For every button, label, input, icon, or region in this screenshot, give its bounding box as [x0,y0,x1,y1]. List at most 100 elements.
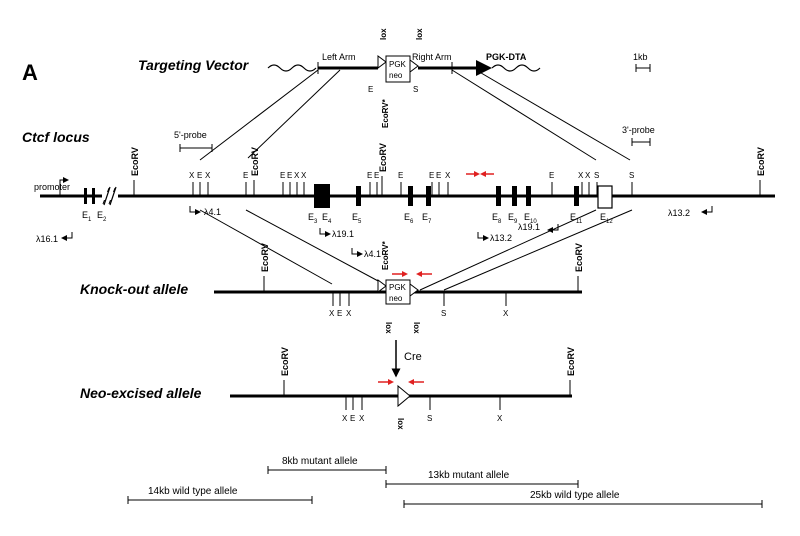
neo-excised-title: Neo-excised allele [80,385,202,401]
primer-arrow [402,271,408,277]
loxp-site [377,279,387,293]
svg-text:X: X [578,171,584,180]
svg-text:λ19.1: λ19.1 [518,222,540,232]
svg-text:E: E [374,171,379,180]
vector-backbone-left [267,64,317,72]
promoter-label: promoter [34,182,70,192]
svg-text:E: E [404,212,410,222]
svg-text:8: 8 [498,219,502,225]
primer-arrow [388,379,394,385]
ecorv-site-label: EcoRV [756,147,766,176]
cre-recombination-arrow: Cre [391,340,422,378]
svg-text:6: 6 [410,219,414,225]
promoter-arrow [59,177,69,196]
ecorv-site-label: EcoRV [260,243,270,272]
exon-blocks [314,184,613,209]
svg-text:E: E [570,212,576,222]
cre-label: Cre [404,351,422,363]
knockout-title: Knock-out allele [80,281,188,297]
svg-text:E: E [422,212,428,222]
vector-backbone-right [491,64,541,72]
svg-text:X: X [445,171,451,180]
fragment-label: 14kb wild type allele [148,486,238,497]
svg-text:X: X [585,171,591,180]
targeting-vector: Targeting Vector Left Arm PGK neo Right … [138,28,651,128]
ecorv-site-label: EcoRV [566,347,576,376]
three-probe-label: 3'-probe [622,125,655,135]
svg-text:S: S [413,85,418,94]
svg-text:lox: lox [379,28,388,40]
svg-text:E: E [398,171,403,180]
right-arm-label: Right Arm [412,52,452,62]
ecorv-site-label: EcoRV [574,243,584,272]
pgk-neo-cassette [385,279,411,305]
primer-arrows [466,171,494,177]
svg-text:12: 12 [606,219,613,225]
svg-text:E: E [367,171,372,180]
dta-arrow [476,60,492,76]
pgk-dta-label: PGK-DTA [486,52,527,62]
svg-text:E: E [322,212,328,222]
ecorv-star-label: EcoRV* [381,240,390,270]
svg-text:S: S [427,414,432,423]
svg-text:4: 4 [328,219,332,225]
svg-text:E: E [352,212,358,222]
svg-text:PGK: PGK [389,60,407,69]
svg-text:S: S [441,309,446,318]
svg-text:X: X [342,414,348,423]
svg-text:2: 2 [103,217,107,223]
svg-text:E: E [600,212,606,222]
homology-lines-bottom [199,209,633,291]
loxp-site [377,55,387,69]
svg-text:neo: neo [389,71,403,80]
svg-text:X: X [205,171,211,180]
five-probe-label: 5'-probe [174,130,207,140]
svg-text:λ13.2: λ13.2 [490,233,512,243]
svg-text:5: 5 [358,219,362,225]
svg-text:X: X [329,309,335,318]
svg-text:X: X [497,414,503,423]
fragment-sizes: 8kb mutant allele 14kb wild type allele … [127,456,763,508]
svg-text:X: X [189,171,195,180]
svg-text:E: E [368,85,373,94]
left-arm-label: Left Arm [322,52,356,62]
svg-text:PGK: PGK [389,283,407,292]
svg-text:lox: lox [396,418,405,430]
loxp-site [409,283,419,297]
svg-text:E: E [429,171,434,180]
svg-text:7: 7 [428,219,432,225]
svg-text:E: E [492,212,498,222]
knockout-allele: Knock-out allele EcoRV EcoRV EcoRV* PGK … [80,240,584,334]
svg-text:1: 1 [88,217,92,223]
lambda-clones: λ16.1 λ4.1 λ19.1 λ4.1 λ13.2 λ19.1 λ13.2 [36,206,713,259]
svg-text:λ4.1: λ4.1 [364,249,381,259]
svg-text:S: S [594,171,599,180]
svg-text:S: S [629,171,634,180]
svg-text:X: X [503,309,509,318]
svg-text:neo: neo [389,294,403,303]
svg-text:E: E [350,414,355,423]
svg-text:X: X [301,171,307,180]
svg-text:E: E [549,171,554,180]
ecorv-site-label: EcoRV [280,347,290,376]
svg-text:lox: lox [415,28,424,40]
svg-text:E: E [197,171,202,180]
svg-text:λ13.2: λ13.2 [668,208,690,218]
svg-text:E: E [308,212,314,222]
neo-excised-allele: Neo-excised allele EcoRV EcoRV X E X S X… [80,347,576,430]
loxp-site [397,384,411,408]
svg-text:E: E [287,171,292,180]
svg-text:3: 3 [314,219,318,225]
svg-text:E: E [280,171,285,180]
svg-text:E: E [436,171,441,180]
svg-text:λ16.1: λ16.1 [36,234,58,244]
svg-text:λ4.1: λ4.1 [204,207,221,217]
svg-text:X: X [359,414,365,423]
svg-text:E: E [243,171,248,180]
svg-text:E: E [524,212,530,222]
scale-bar-label: 1kb [633,52,648,62]
svg-text:lox: lox [384,322,393,334]
ctcf-locus: Ctcf locus 5'-probe 3'-probe promoter E … [22,125,775,259]
